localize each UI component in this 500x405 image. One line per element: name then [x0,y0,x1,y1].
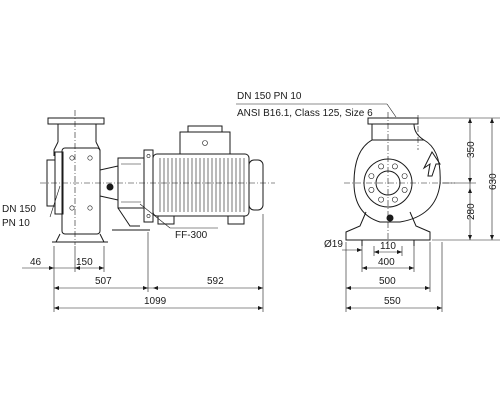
casing-bolt [69,155,75,161]
arrow [490,235,494,240]
arrow [346,306,351,310]
bearing-bracket [99,157,150,231]
label-ff300: FF-300 [175,230,208,241]
arrow [49,266,54,270]
bolt-circle [368,163,408,203]
dim-hole-dia: Ø19 [324,239,343,250]
arrow [346,286,351,290]
leader-ff300 [139,203,171,229]
rotation-arrow-icon [422,151,441,177]
pump-casing [46,117,108,243]
label-ansi: ANSI B16.1, Class 125, Size 6 [237,108,373,119]
dim-592: 592 [207,276,224,287]
cable-gland [202,140,208,146]
dim-500: 500 [379,276,396,287]
arrow [468,178,472,183]
terminal-box [179,131,231,155]
drain-plug [386,214,394,222]
flange-bolt [146,214,151,218]
arrow [54,286,59,290]
flange-bolt-hole [378,163,384,170]
dim-1099: 1099 [144,296,167,307]
arrow [425,286,430,290]
suction-bore [375,170,401,196]
discharge-neck [57,124,97,142]
arrow [437,306,442,310]
arrow [374,250,379,254]
arrow [468,235,472,240]
label-pn10-left: PN 10 [2,218,30,229]
fan-cover [248,159,264,211]
dim-46: 46 [30,257,42,268]
volute-outline [353,139,441,223]
arrow [258,286,263,290]
casing-bolt [87,205,93,211]
arrow [143,286,148,290]
volute-shoulder [53,141,101,156]
flange-bolt-hole [378,196,384,203]
terminal-box-lid [187,125,223,133]
arrow [99,266,104,270]
dim-400: 400 [378,257,395,268]
casing-foot [55,233,105,243]
flange-bolt [146,154,151,158]
front-view-dimensions: 350 280 630 Ø19 [324,117,500,312]
cooling-fins [159,158,245,212]
side-view-dimensions: 46 150 507 592 1099 [22,214,264,312]
casing-bolt [87,155,93,161]
flange-bolt-hole [401,173,408,179]
arrow [258,306,263,310]
arrow [468,188,472,193]
dim-507: 507 [95,276,112,287]
arrow [397,250,402,254]
front-discharge-flange [367,117,419,125]
leader-dn150-left [49,185,61,218]
side-view: DN 150 PN 10 FF-300 46 150 507 [2,110,275,312]
arrow [153,286,158,290]
dim-280: 280 [466,203,477,220]
arrow [490,118,494,123]
motor [152,125,264,225]
casing-bolt [69,205,75,211]
label-dn150-left: DN 150 [2,204,36,215]
dim-350: 350 [466,141,477,158]
dim-630: 630 [488,173,499,190]
front-discharge-neck [371,123,425,141]
label-dn150-right: DN 150 PN 10 [237,91,302,102]
volute-body [61,147,101,235]
suction-nozzle [54,151,64,215]
dim-110: 110 [380,241,396,252]
flange-bolt-hole [401,186,408,193]
arrow [54,306,59,310]
motor-foot [227,215,245,225]
bracket-support [117,207,140,227]
leader-dn150-right [386,103,397,118]
motor-housing [152,153,250,217]
motor-foot [157,215,175,225]
flange-bolt-hole [391,196,398,203]
arrow [362,266,367,270]
dim-150: 150 [76,257,93,268]
flange-bolt-hole [368,186,375,193]
pump-stand [345,211,431,241]
arrow [468,118,472,123]
dim-550: 550 [384,296,401,307]
discharge-flange [47,117,105,125]
motor-flange [143,149,154,223]
arrow [357,248,362,252]
flange-bolt-hole [368,173,375,179]
arrow [409,266,414,270]
flange-bolt-hole [391,163,398,170]
front-view: DN 150 PN 10 ANSI B16.1, Class 125, Size… [236,91,500,312]
drain-plug [106,183,114,191]
suction-flange-face [363,158,413,208]
